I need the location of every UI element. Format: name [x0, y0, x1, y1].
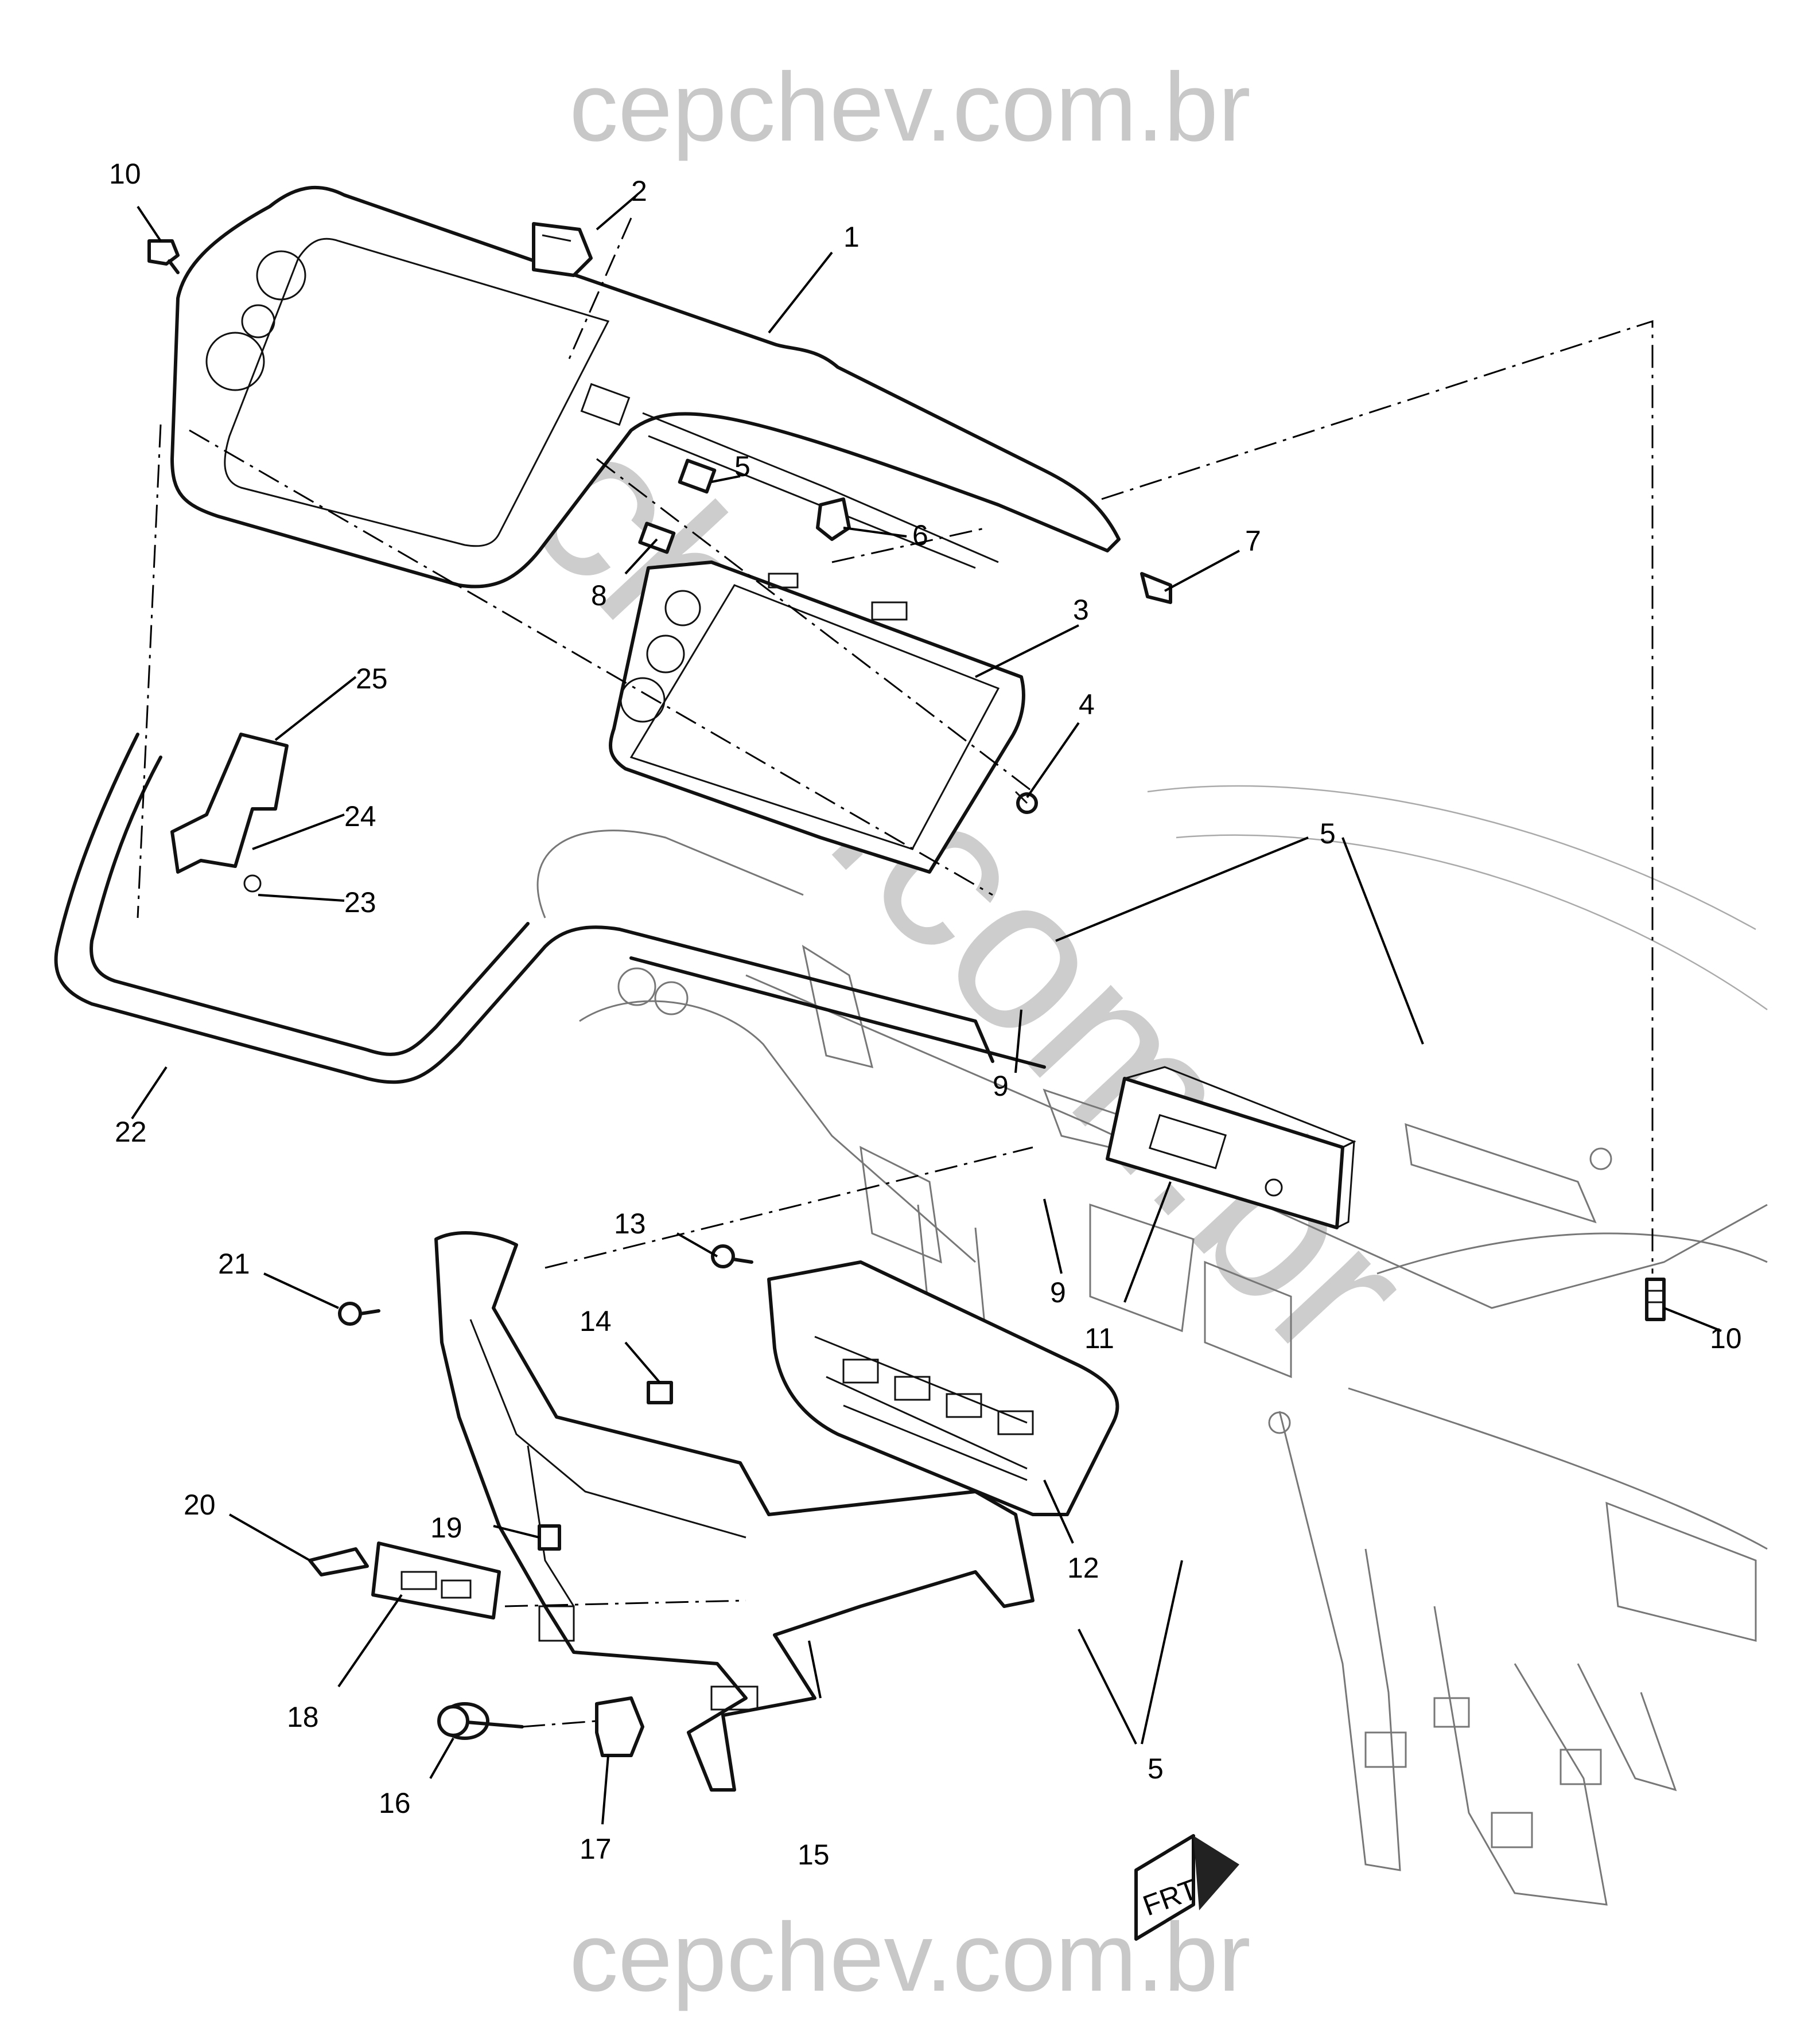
- switch-module: [371, 1541, 501, 1619]
- clip-19: [538, 1524, 561, 1551]
- console-bracket: [434, 1231, 1035, 1792]
- callout-16: 16: [379, 1787, 411, 1819]
- callout-11: 11: [1084, 1322, 1114, 1354]
- upper-trim-panel: [170, 185, 1121, 589]
- callout-5a: 5: [734, 450, 750, 482]
- callout-3: 3: [1073, 594, 1089, 626]
- callout-5b: 5: [1320, 817, 1336, 850]
- display-unit: [609, 560, 1025, 874]
- part-2-switch: [532, 222, 593, 277]
- callout-14: 14: [580, 1305, 612, 1337]
- climate-control-panel: [767, 1260, 1119, 1516]
- callout-17: 17: [580, 1833, 612, 1865]
- clip-8: [638, 521, 676, 554]
- callout-12: 12: [1067, 1552, 1099, 1584]
- callout-10a: 10: [109, 158, 141, 190]
- watermark-top: cepchev.com.br: [569, 53, 1250, 162]
- callout-23: 23: [344, 886, 376, 918]
- callout-21: 21: [218, 1248, 250, 1280]
- callout-8: 8: [591, 579, 607, 612]
- bolt-10-lower: [1645, 1278, 1666, 1321]
- trim-strip: [54, 733, 1046, 1084]
- callout-10b: 10: [1710, 1322, 1742, 1354]
- climate-module: [1106, 1066, 1356, 1229]
- label-20: [308, 1547, 369, 1576]
- clip-5a: [678, 458, 717, 494]
- callout-2: 2: [631, 175, 647, 207]
- clip-6: [816, 497, 851, 541]
- callout-13: 13: [614, 1208, 646, 1240]
- arrow-head-icon: [1193, 1836, 1239, 1910]
- screw-13: [711, 1244, 753, 1268]
- callout-25: 25: [356, 663, 388, 695]
- mounting-bracket: [170, 733, 289, 893]
- callout-9b: 9: [1050, 1276, 1066, 1309]
- bolt-10-upper: [147, 239, 180, 274]
- screw-4: [1014, 791, 1038, 814]
- callout-24: 24: [344, 800, 376, 832]
- callout-9a: 9: [993, 1070, 1009, 1102]
- callout-7: 7: [1245, 525, 1261, 557]
- outlet-bezel: [595, 1696, 644, 1757]
- alignment-lines: [137, 217, 1654, 1728]
- clip-14: [647, 1381, 673, 1404]
- callout-18: 18: [287, 1701, 319, 1733]
- callout-20: 20: [184, 1489, 216, 1521]
- power-outlet: [437, 1702, 524, 1740]
- callout-labels: 1 2 3 4 5 5 5 6 7 8 9 9 10 10 11 12 13 1…: [109, 158, 1742, 1871]
- callout-22: 22: [115, 1116, 147, 1148]
- callout-6: 6: [912, 519, 928, 551]
- callout-1: 1: [843, 221, 860, 253]
- callout-5c: 5: [1148, 1753, 1164, 1785]
- screw-21: [338, 1302, 380, 1326]
- callout-4: 4: [1079, 688, 1095, 721]
- clip-7: [1140, 572, 1172, 604]
- dashboard-background: [536, 785, 1768, 1906]
- callout-19: 19: [430, 1512, 462, 1544]
- callout-15: 15: [798, 1839, 830, 1871]
- leader-lines: [131, 194, 1722, 1825]
